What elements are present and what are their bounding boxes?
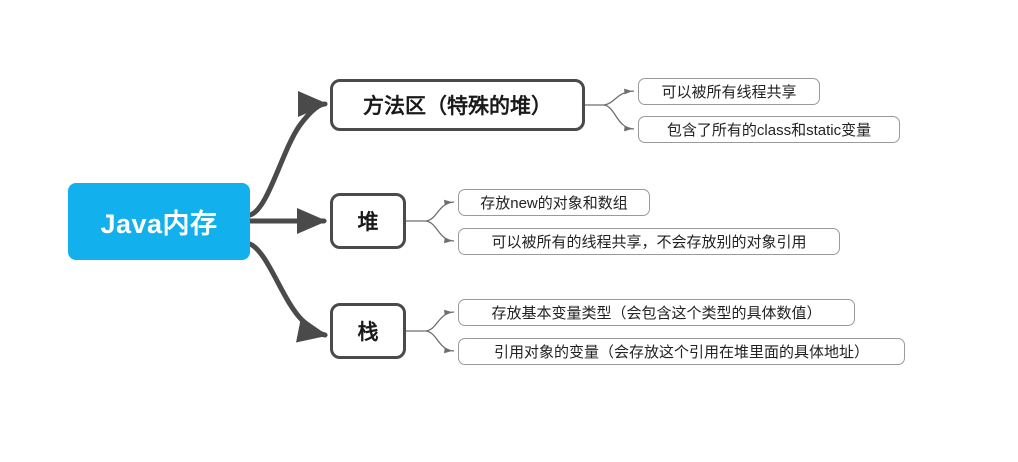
edge-heap-to-child-2 xyxy=(425,220,455,244)
edge-root-to-stack xyxy=(247,241,328,343)
leaf-node-label: 可以被所有的线程共享，不会存放别的对象引用 xyxy=(491,234,807,251)
leaf-node-stack-1[interactable]: 存放基本变量类型（会包含这个类型的具体数值） xyxy=(458,299,855,326)
leaf-node-label: 存放基本变量类型（会包含这个类型的具体数值） xyxy=(491,305,822,322)
root-node-label: Java内存 xyxy=(100,209,218,239)
edge-heap-to-child-1 xyxy=(425,199,455,222)
leaf-node-stack-2[interactable]: 引用对象的变量（会存放这个引用在堆里面的具体地址） xyxy=(458,338,905,365)
branch-node-stack[interactable]: 栈 xyxy=(330,303,406,359)
leaf-node-heap-1[interactable]: 存放new的对象和数组 xyxy=(458,189,650,216)
edge-root-to-method-area xyxy=(247,91,328,218)
leaf-node-label: 存放new的对象和数组 xyxy=(480,195,628,212)
edge-method-area-to-child-1 xyxy=(603,88,635,106)
branch-node-label: 堆 xyxy=(357,211,379,234)
edge-stack-to-child-1 xyxy=(425,309,455,332)
edge-stack-to-child-2 xyxy=(425,330,455,354)
leaf-node-method-area-2[interactable]: 包含了所有的class和static变量 xyxy=(638,116,900,143)
root-node-java-memory[interactable]: Java内存 xyxy=(68,183,250,260)
leaf-node-label: 引用对象的变量（会存放这个引用在堆里面的具体地址） xyxy=(493,344,869,361)
leaf-node-heap-2[interactable]: 可以被所有的线程共享，不会存放别的对象引用 xyxy=(458,228,840,255)
branch-node-heap[interactable]: 堆 xyxy=(330,193,406,249)
branch-node-label: 栈 xyxy=(357,321,379,344)
leaf-node-method-area-1[interactable]: 可以被所有线程共享 xyxy=(638,78,820,105)
edge-method-area-to-child-2 xyxy=(603,104,635,132)
branch-node-label: 方法区（特殊的堆） xyxy=(363,95,552,118)
leaf-node-label: 可以被所有线程共享 xyxy=(661,84,797,101)
leaf-node-label: 包含了所有的class和static变量 xyxy=(666,122,872,139)
branch-node-method-area[interactable]: 方法区（特殊的堆） xyxy=(330,79,585,131)
